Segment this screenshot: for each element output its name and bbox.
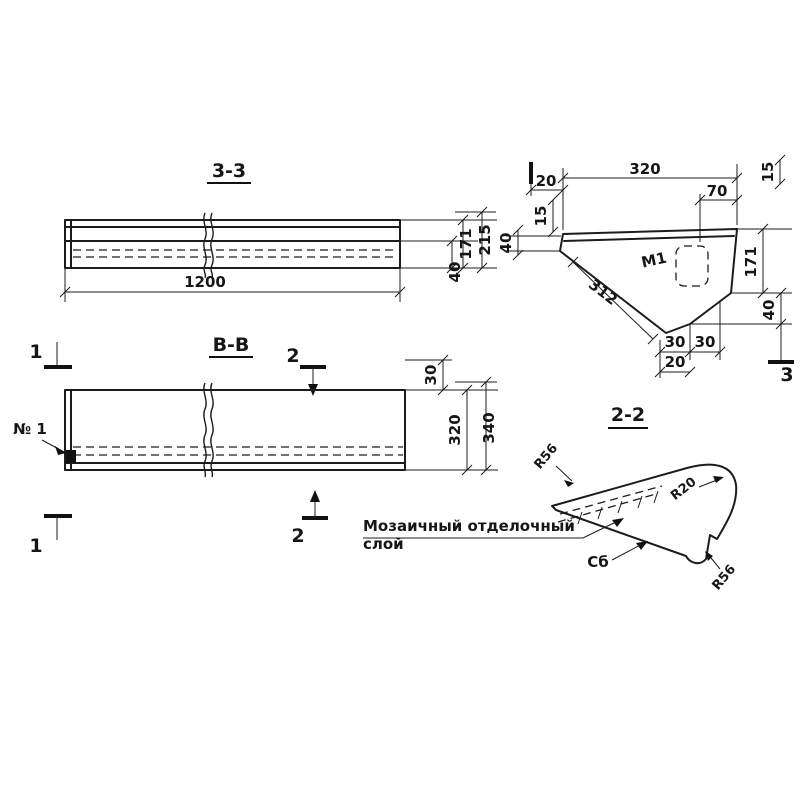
section-top-label: 3-3: [212, 160, 246, 182]
dimension-lines-cross: [506, 154, 792, 378]
dim-cs-right40: 40: [760, 300, 778, 321]
dim-cs-top320: 320: [629, 160, 660, 178]
view-cross-section: 20 320 70 15 15 40 312 М1 171 40 30 30 2…: [497, 154, 794, 386]
dim-cs-diag312: 312: [585, 275, 621, 308]
dim-cs-left20: 20: [536, 172, 557, 190]
dim-h215: 215: [476, 224, 494, 255]
dim-el-340: 340: [480, 412, 498, 443]
item-no1-arrow: [55, 446, 66, 455]
tread-profile-outline: [551, 463, 738, 565]
beam-outline-elevation: [64, 389, 406, 471]
view-section-top: 3-3 1200 171 215 40: [59, 160, 497, 302]
dim-h40: 40: [446, 262, 464, 283]
marker-2-top: 2: [286, 345, 299, 367]
dim-cs-bot30a: 30: [665, 333, 686, 351]
radius-r56-bottom: R56: [710, 562, 740, 593]
view-elevation: В-В 1 2 1 2 № 1 30 320 340: [13, 334, 498, 557]
view-detail: 2-2 Мозаичный отделочный слой Сб R56 R20…: [363, 404, 739, 593]
beam-hidden-lines-elevation: [73, 446, 403, 456]
radius-r56-top: R56: [532, 441, 562, 472]
dim-cs-bot30b: 30: [695, 333, 716, 351]
dim-cs-right15: 15: [759, 162, 777, 183]
dim-cs-right171: 171: [742, 246, 760, 277]
break-line-top: [203, 212, 214, 279]
r56-top-leader: [555, 465, 573, 482]
dim-cs-left15: 15: [532, 206, 550, 227]
sb-label: Сб: [587, 553, 608, 571]
marker-2-bottom-arrow: [310, 490, 320, 502]
break-line-elevation: [203, 382, 214, 478]
r56-bottom-arrow: [705, 551, 713, 561]
note-line2: слой: [363, 535, 404, 553]
dimension-lines-elevation: [405, 354, 498, 476]
marker-1-bottom: 1: [29, 535, 42, 557]
dim-h171: 171: [457, 228, 475, 259]
mark-m1-label: М1: [640, 249, 669, 272]
dim-el-320: 320: [446, 414, 464, 445]
marker-1-top: 1: [29, 341, 42, 363]
section-detail-label: 2-2: [611, 404, 645, 426]
finish-layer-hatch: [577, 490, 659, 525]
dim-cs-top70: 70: [707, 182, 728, 200]
finish-layer-lines: [557, 485, 663, 523]
r20-arrow: [713, 476, 724, 483]
dim-cs-left40: 40: [497, 233, 515, 254]
embedded-item-square: [66, 450, 76, 463]
dim-length: 1200: [184, 273, 226, 291]
section-middle-label: В-В: [213, 334, 250, 356]
r56-top-arrow: [564, 480, 574, 487]
beam-outline-top: [64, 219, 401, 269]
note-line1: Мозаичный отделочный: [363, 517, 575, 535]
dim-el-30: 30: [422, 365, 440, 386]
radius-r20: R20: [668, 475, 699, 504]
sb-leader-arrow: [636, 541, 648, 550]
dimension-lines-top: [59, 206, 497, 302]
dim-cs-bot20: 20: [665, 353, 686, 371]
note-leader: [363, 518, 623, 539]
item-no1-label: № 1: [13, 420, 47, 438]
note-leader-arrow: [612, 518, 624, 527]
cross-section-outline: [559, 228, 738, 334]
marker-2-bottom: 2: [291, 525, 304, 547]
beam-hidden-lines-top: [73, 249, 397, 258]
marker-3-label: 3: [780, 364, 793, 386]
groove-hidden-rect: [675, 245, 709, 287]
